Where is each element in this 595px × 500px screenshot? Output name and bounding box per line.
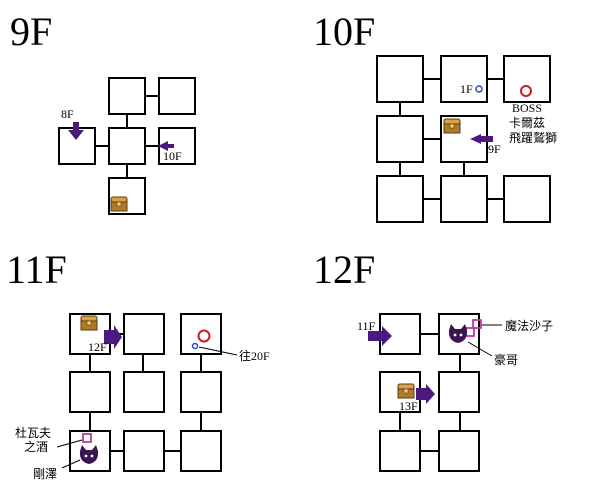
room bbox=[108, 77, 146, 115]
room bbox=[379, 430, 421, 472]
arrow-icon bbox=[158, 141, 174, 151]
room bbox=[108, 127, 146, 165]
arrow-icon bbox=[104, 325, 122, 349]
red-ring-icon bbox=[520, 85, 532, 97]
room bbox=[440, 175, 488, 223]
room bbox=[123, 371, 165, 413]
magenta-square-icon bbox=[472, 319, 482, 329]
boss-label: BOSS bbox=[512, 101, 542, 115]
npc-label: 剛澤 bbox=[33, 467, 57, 481]
floor-10f: 10F 1F BOSS 卡爾茲 飛躍鷲獅 9F bbox=[313, 9, 557, 223]
room bbox=[69, 313, 111, 355]
warp-label-1f: 1F bbox=[460, 82, 473, 96]
leader-line bbox=[61, 459, 81, 469]
treasure-chest-icon bbox=[443, 118, 461, 134]
leader-line bbox=[467, 341, 493, 357]
stair-label-8f: 8F bbox=[61, 107, 74, 121]
item-label: 魔法沙子 bbox=[505, 318, 553, 333]
room bbox=[376, 55, 424, 103]
floor-12f: 12F 11F 魔法沙子 豪哥 13F bbox=[313, 247, 553, 472]
floor-9f: 9F 8F 10F bbox=[10, 9, 196, 215]
blue-ring-icon bbox=[475, 85, 483, 93]
arrow-icon bbox=[416, 384, 435, 404]
stair-label-9f: 9F bbox=[488, 142, 501, 156]
room bbox=[440, 55, 488, 103]
room bbox=[376, 175, 424, 223]
room bbox=[69, 371, 111, 413]
blue-ring-icon bbox=[191, 342, 199, 350]
item-label-line1: 杜瓦夫 bbox=[15, 425, 51, 440]
stair-label-13f: 13F bbox=[399, 399, 418, 413]
room bbox=[123, 313, 165, 355]
floor-11f: 11F 12F 往20F 杜瓦夫 之酒 剛澤 bbox=[6, 247, 270, 481]
floor-title-11f: 11F bbox=[6, 247, 67, 292]
stair-label-12f: 12F bbox=[88, 340, 107, 354]
room bbox=[438, 430, 480, 472]
magenta-square-icon bbox=[82, 433, 92, 443]
boss-name-line2: 飛躍鷲獅 bbox=[509, 131, 557, 145]
floor-title-9f: 9F bbox=[10, 9, 52, 54]
room bbox=[69, 430, 111, 472]
room bbox=[123, 430, 165, 472]
room bbox=[180, 371, 222, 413]
leader-line bbox=[56, 439, 83, 448]
room bbox=[376, 115, 424, 163]
stair-label-11f: 11F bbox=[357, 319, 376, 333]
treasure-chest-icon bbox=[110, 196, 128, 212]
room bbox=[503, 175, 551, 223]
arrow-icon bbox=[470, 134, 493, 144]
room bbox=[438, 371, 480, 413]
treasure-chest-icon bbox=[397, 383, 415, 399]
stair-label-10f: 10F bbox=[163, 149, 182, 163]
leader-line bbox=[198, 346, 238, 356]
treasure-chest-icon bbox=[80, 315, 98, 331]
floor-title-10f: 10F bbox=[313, 9, 375, 54]
red-ring-icon bbox=[197, 329, 211, 343]
boss-name-line1: 卡爾茲 bbox=[509, 116, 545, 130]
item-label-line2: 之酒 bbox=[24, 440, 48, 454]
npc-label: 豪哥 bbox=[494, 352, 518, 367]
room bbox=[503, 55, 551, 103]
warp-label-20f: 往20F bbox=[239, 348, 270, 363]
room bbox=[180, 313, 222, 355]
room bbox=[158, 77, 196, 115]
floor-title-12f: 12F bbox=[313, 247, 375, 292]
arrow-icon bbox=[68, 122, 84, 140]
room bbox=[180, 430, 222, 472]
arrow-icon bbox=[368, 326, 392, 346]
